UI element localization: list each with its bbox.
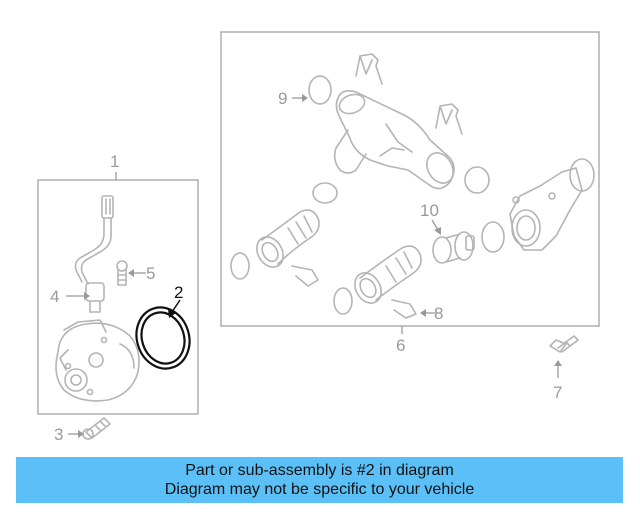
callout-2: 2: [174, 283, 183, 302]
callout-5: 5: [146, 264, 155, 283]
outlet-housing: [509, 158, 595, 251]
assembly-box-6: [220, 31, 600, 327]
leader-10: [431, 219, 439, 231]
callout-1: 1: [110, 152, 119, 171]
oring-e: [333, 287, 353, 315]
banner-line-2: Diagram may not be specific to your vehi…: [164, 481, 475, 498]
oring-d: [230, 252, 250, 280]
sensor-part-4: [74, 195, 114, 313]
water-pump: [55, 319, 140, 402]
oring-a: [312, 182, 338, 204]
banner-line-1: Part or sub-assembly is #2 in diagram: [185, 462, 454, 479]
bolt-part-7: [549, 335, 579, 353]
oring-c: [481, 221, 505, 253]
callout-8: 8: [434, 304, 443, 323]
clip-part-8: [391, 299, 417, 319]
callout-6: 6: [396, 336, 405, 355]
bolt-part-3: [82, 417, 111, 440]
hose-upper: [256, 209, 320, 268]
callout-4: 4: [50, 287, 59, 306]
parts-diagram: 1 4 5 2: [37, 31, 600, 444]
oring-b: [464, 166, 490, 194]
hose-lower: [354, 245, 422, 304]
clip-upper-left: [355, 53, 383, 85]
info-banner: Part or sub-assembly is #2 in diagram Di…: [16, 457, 623, 503]
gasket-part-2: [135, 306, 191, 370]
callout-3: 3: [54, 425, 63, 444]
oring-part-9: [308, 75, 332, 105]
clip-upper-hose: [291, 265, 319, 287]
bolt-part-5: [116, 260, 128, 286]
thermostat-housing: [333, 90, 455, 190]
thermostat-part-10: [432, 231, 475, 264]
callout-9: 9: [278, 89, 287, 108]
callout-7: 7: [553, 383, 562, 402]
clip-upper-right: [435, 103, 463, 135]
callout-10: 10: [420, 201, 439, 220]
leader-2: [171, 299, 181, 313]
assembly-box-1: [37, 179, 199, 415]
